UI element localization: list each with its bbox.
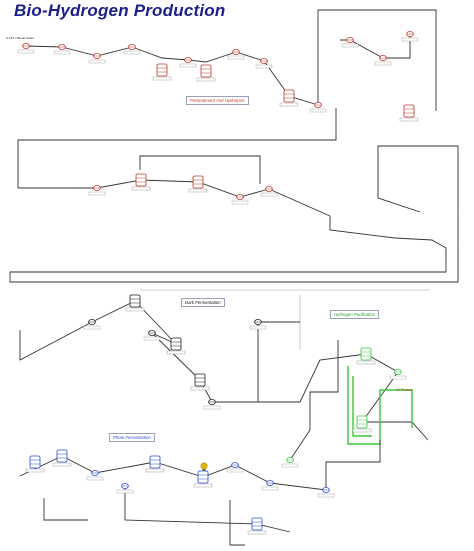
process-unit[interactable] xyxy=(116,483,134,494)
page-title: Bio-Hydrogen Production xyxy=(14,1,226,20)
stream-line xyxy=(362,421,429,441)
stream-line xyxy=(9,145,459,283)
process-vessel[interactable] xyxy=(190,373,210,391)
process-vessel[interactable] xyxy=(152,63,172,81)
section-label-pretreatment: Pretreatment And Hydrolysis xyxy=(186,96,249,105)
process-unit[interactable] xyxy=(227,49,245,60)
process-vessel[interactable] xyxy=(196,64,216,82)
stream-line xyxy=(289,340,339,461)
stream-line xyxy=(235,51,319,106)
process-unit[interactable] xyxy=(309,102,327,113)
stream-line xyxy=(199,321,300,403)
stream-line xyxy=(317,9,437,111)
stream-line xyxy=(347,366,413,445)
process-unit[interactable] xyxy=(281,457,299,468)
stream-line xyxy=(187,51,237,63)
process-vessel[interactable] xyxy=(279,89,299,107)
stream-line xyxy=(258,353,367,403)
stream-line xyxy=(229,500,245,546)
process-vessel[interactable] xyxy=(399,104,419,122)
section-label-dark-fermentation: Dark Fermentation xyxy=(181,298,225,307)
product-label: H2 Product xyxy=(396,388,412,392)
process-unit[interactable] xyxy=(86,470,104,481)
section-label-photo-fermentation: Photo Fermentation xyxy=(109,433,155,442)
process-unit[interactable] xyxy=(374,55,392,66)
stream-line xyxy=(124,486,291,533)
feed-label: S-101 / Wheat Straw xyxy=(6,36,34,40)
process-unit[interactable] xyxy=(143,330,161,341)
process-unit[interactable] xyxy=(317,487,335,498)
process-unit[interactable] xyxy=(88,53,106,64)
process-unit[interactable] xyxy=(123,44,141,55)
stream-line xyxy=(352,376,372,437)
process-unit[interactable] xyxy=(260,186,278,197)
process-vessel[interactable] xyxy=(25,455,45,473)
stream-line xyxy=(139,155,261,184)
process-unit[interactable] xyxy=(255,58,273,69)
process-vessel[interactable] xyxy=(188,175,208,193)
process-unit[interactable] xyxy=(203,399,221,410)
stream-line xyxy=(19,455,156,477)
stream-line xyxy=(43,498,88,521)
section-label-hydrogen-purification: Hydrogen Purification xyxy=(330,310,380,319)
stream-line xyxy=(17,108,337,188)
process-vessel[interactable] xyxy=(247,517,267,535)
process-unit[interactable] xyxy=(341,37,359,48)
process-vessel[interactable] xyxy=(52,449,72,467)
process-vessel[interactable] xyxy=(166,337,186,355)
process-unit[interactable] xyxy=(17,43,35,54)
stream-line xyxy=(131,46,189,61)
process-unit[interactable] xyxy=(53,44,71,55)
stream-line xyxy=(154,461,271,484)
process-vessel[interactable] xyxy=(356,347,376,365)
process-unit[interactable] xyxy=(226,462,244,473)
process-unit[interactable] xyxy=(261,480,279,491)
process-unit[interactable] xyxy=(389,369,407,380)
process-vessel[interactable] xyxy=(131,173,151,191)
process-vessel[interactable] xyxy=(125,294,145,312)
process-vessel[interactable] xyxy=(145,455,165,473)
process-vessel[interactable] xyxy=(352,415,372,433)
stream-line xyxy=(140,179,270,198)
stream-line xyxy=(18,179,142,189)
lamp-icon[interactable] xyxy=(200,462,208,472)
process-unit[interactable] xyxy=(249,319,267,330)
stream-line xyxy=(134,300,201,381)
process-unit[interactable] xyxy=(401,31,419,42)
stream-line xyxy=(25,45,63,48)
process-vessel[interactable] xyxy=(193,470,213,488)
stream-line xyxy=(19,300,136,361)
process-unit[interactable] xyxy=(231,194,249,205)
process-unit[interactable] xyxy=(88,185,106,196)
process-unit[interactable] xyxy=(179,57,197,68)
stream-line xyxy=(268,188,396,239)
process-unit[interactable] xyxy=(83,319,101,330)
stream-line xyxy=(269,440,381,491)
